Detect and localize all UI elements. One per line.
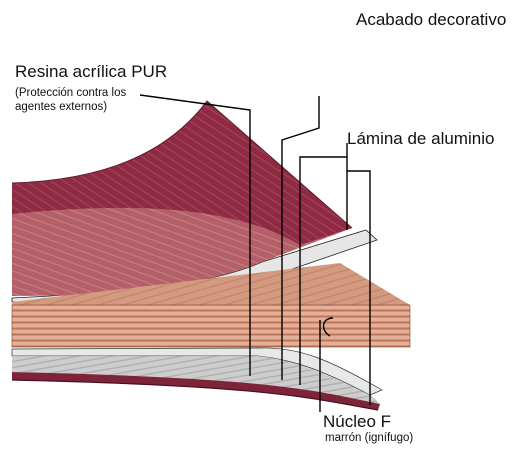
decorative-finish-label: Acabado decorativo [356,10,507,29]
leader-core-hook [322,317,334,337]
lower-bottom-edge [11,379,379,411]
core-title: Núcleo F [323,412,392,431]
leader-aluminium-lower [299,156,347,385]
core-front-outline [11,304,411,348]
upper-resin-top-face [12,101,352,245]
leader-aluminium-right [347,170,371,405]
upper-resin-edge [11,100,353,229]
leader-lines [139,94,371,412]
core-note: marrón (ignífugo) [325,432,414,444]
resin-note-line2: agentes externos) [15,101,108,113]
resin-note-line1: (Protección contra los [15,87,127,99]
leader-resin [139,94,251,376]
core-front-face [12,305,410,347]
aluminium-sheet-label: Lámina de aluminio [347,129,495,148]
core-top-face [12,263,410,305]
leader-decorative-finish [281,96,320,380]
lower-underside-layer [12,356,380,404]
resin-title: Resina acrílica PUR [15,62,168,81]
lower-layers [11,347,383,411]
lower-aluminium-sheet [11,347,383,396]
core-block [11,263,411,348]
lower-resin-layer [12,372,380,410]
